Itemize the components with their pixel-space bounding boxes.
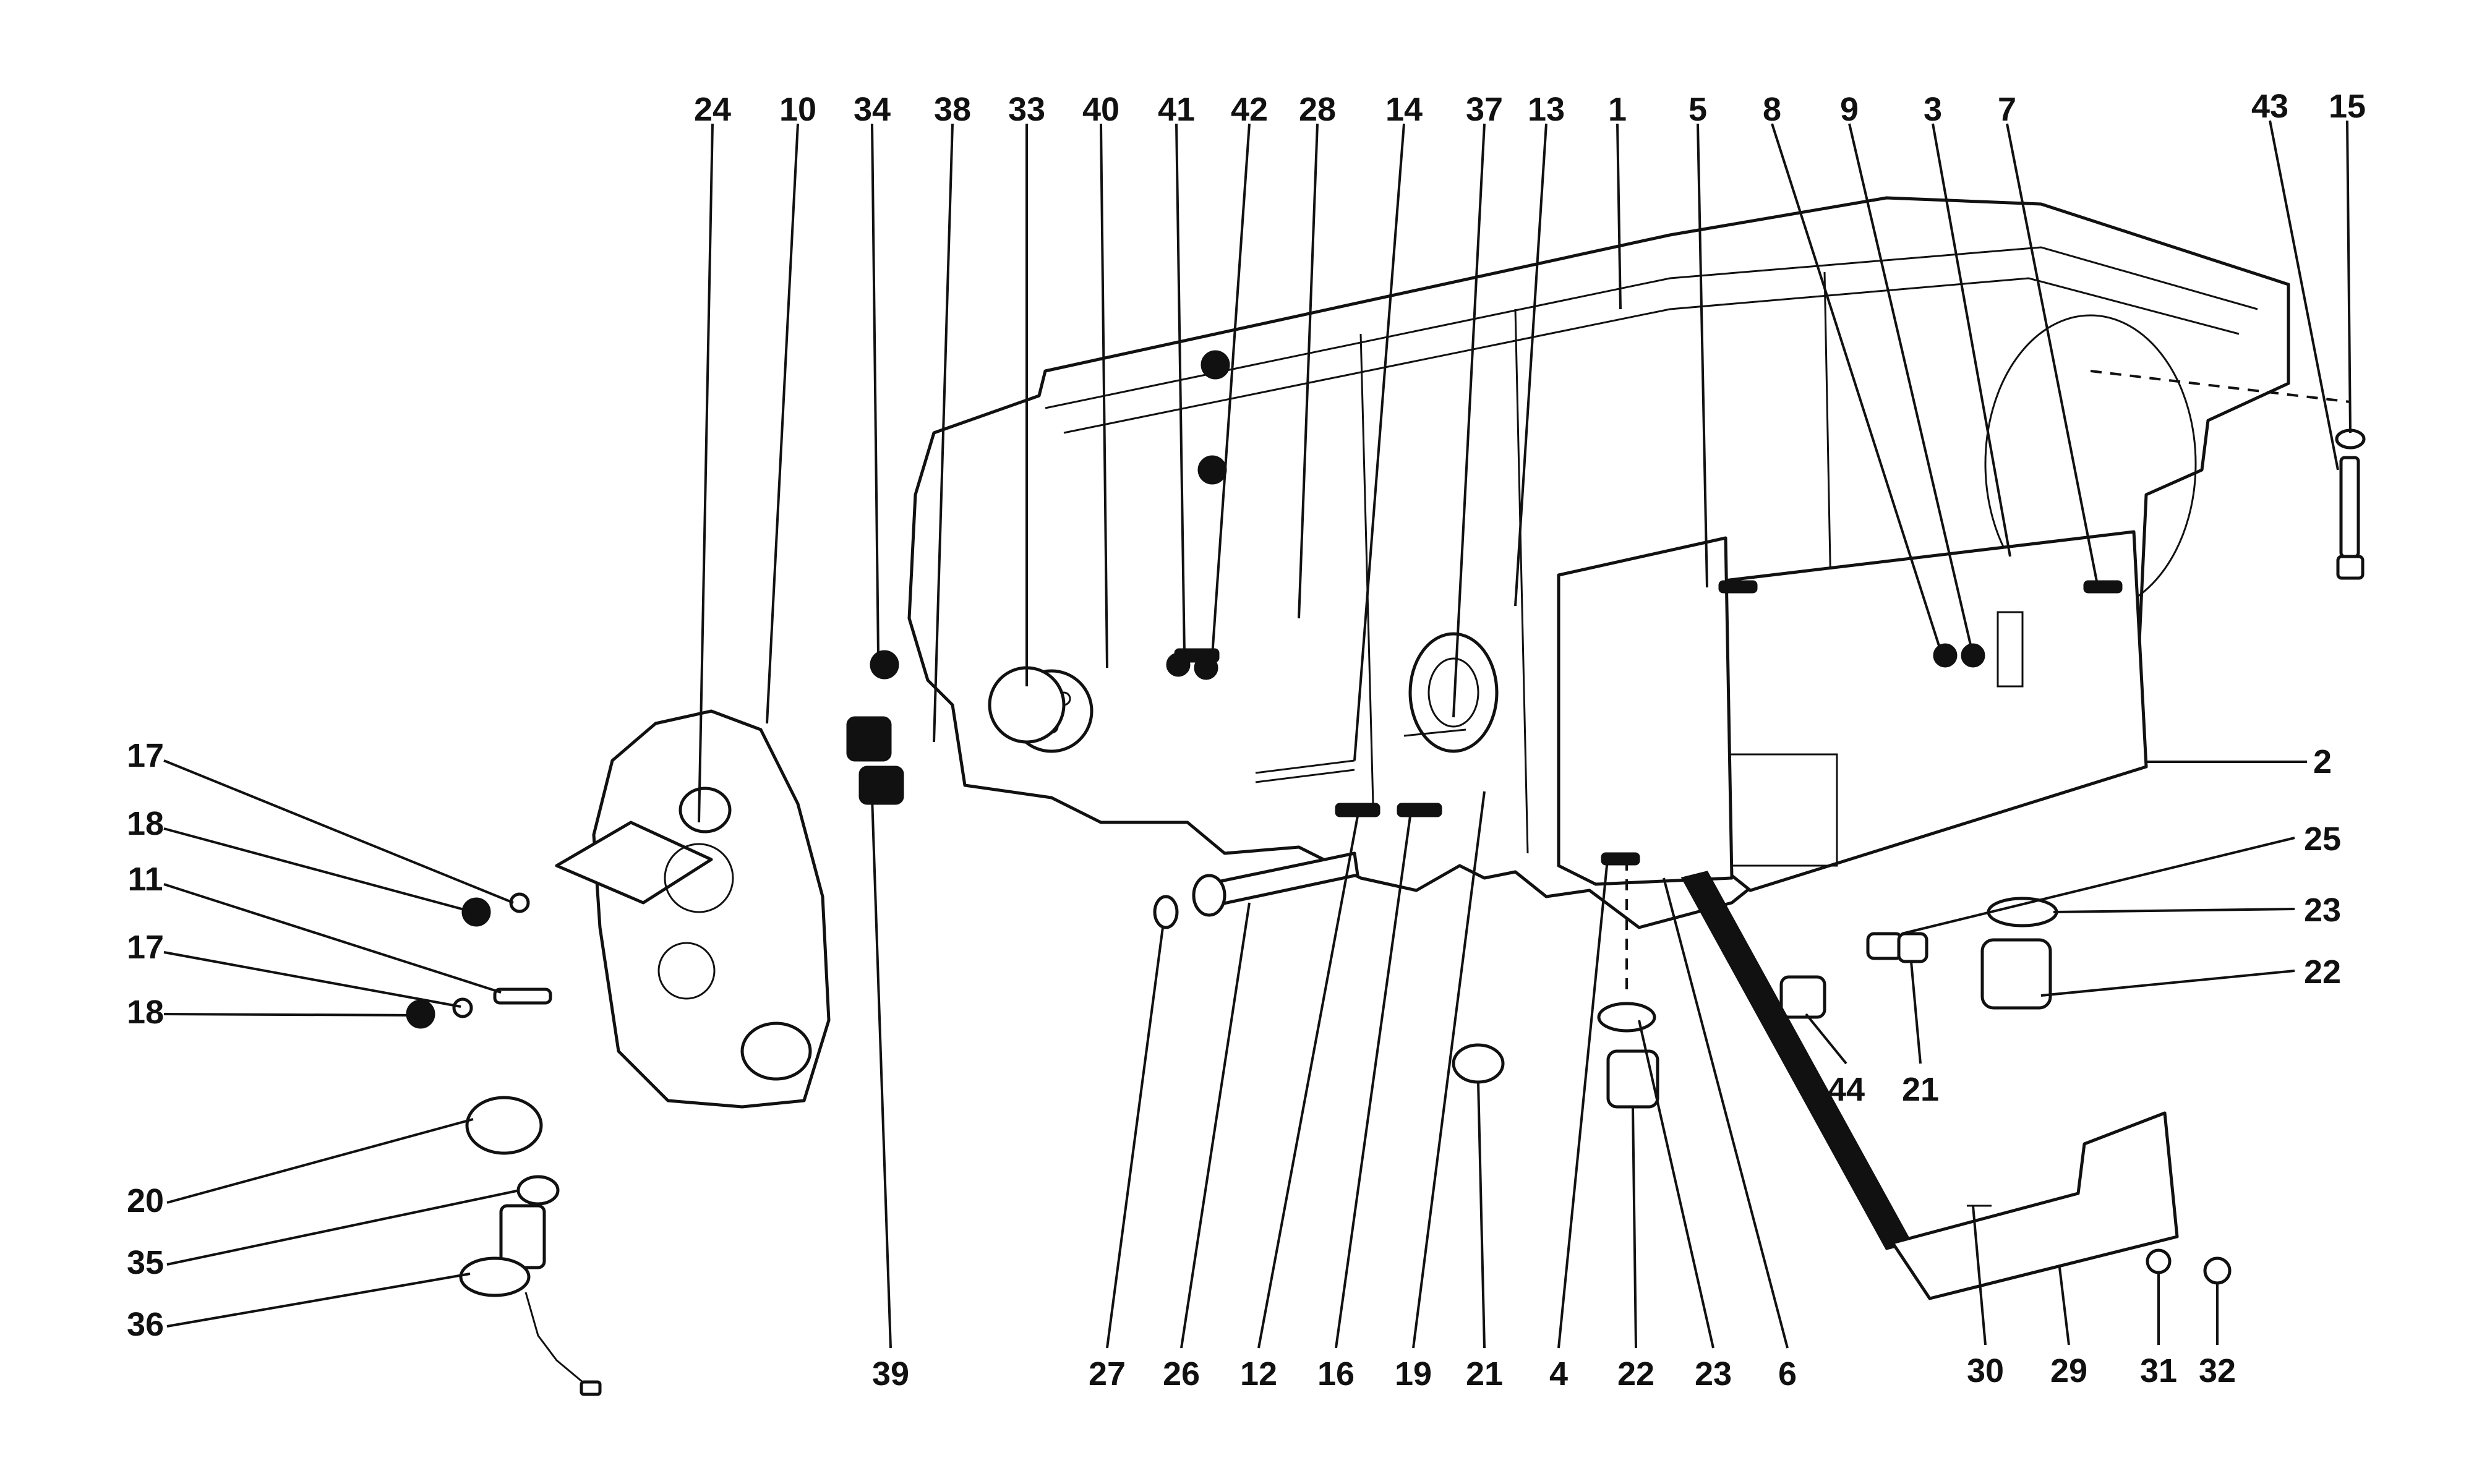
callout-label: 43 [2251, 88, 2288, 125]
callout-label: 32 [2199, 1352, 2236, 1389]
callout-label: 18 [127, 805, 164, 842]
callout-label: 37 [1466, 91, 1503, 128]
callout-label: 13 [1528, 91, 1565, 128]
gearbox-casing [907, 196, 2290, 929]
callout-label: 30 [1967, 1352, 2004, 1389]
callout-label: 24 [694, 91, 731, 128]
callout-label: 40 [1082, 91, 1119, 128]
callout-label: 29 [2050, 1352, 2087, 1389]
callout-label: 10 [779, 91, 816, 128]
callout-label: 20 [127, 1182, 164, 1219]
leader-lines [163, 120, 2352, 1349]
callout-label: 12 [1240, 1355, 1277, 1392]
callout-label: 31 [2140, 1352, 2177, 1389]
callout-label: 44 [1828, 1071, 1865, 1108]
callout-label: 18 [127, 994, 164, 1031]
callout-label: 11 [127, 861, 163, 898]
callout-label: 22 [1617, 1355, 1654, 1392]
callout-label: 16 [1317, 1355, 1355, 1392]
callout-label: 4 [1549, 1355, 1568, 1392]
callouts-left: 17 18 11 17 18 20 35 36 [127, 737, 164, 1343]
callout-label: 8 [1763, 91, 1781, 128]
callout-label: 17 [127, 929, 164, 966]
callout-label: 33 [1008, 91, 1045, 128]
callout-label: 38 [934, 91, 971, 128]
callout-label: 35 [127, 1244, 164, 1281]
callout-label: 3 [1924, 91, 1942, 128]
callout-label: 39 [872, 1355, 909, 1392]
callout-label: 22 [2304, 953, 2341, 991]
callout-label: 41 [1158, 91, 1195, 128]
pump-drive-parts [846, 650, 1066, 805]
drain-plugs [1452, 370, 2351, 1109]
callout-label: 23 [2304, 892, 2341, 929]
callout-label: 17 [127, 737, 164, 774]
callout-label: 36 [127, 1306, 164, 1343]
callout-label: 28 [1299, 91, 1336, 128]
oil-pump-assembly [555, 709, 831, 1109]
callout-label: 6 [1778, 1355, 1797, 1392]
callout-label: 27 [1089, 1355, 1126, 1392]
oil-sender [459, 1096, 602, 1396]
callout-label: 2 [2313, 743, 2332, 780]
callout-label: 21 [1902, 1071, 1939, 1108]
callout-label: 7 [1998, 91, 2016, 128]
bracket-plate [1891, 1111, 2232, 1300]
callout-label: 34 [854, 91, 891, 128]
callout-label: 26 [1163, 1355, 1200, 1392]
callout-label: 9 [1840, 91, 1859, 128]
long-bolt [2335, 429, 2366, 580]
callouts-bottom: 39 27 26 12 16 19 21 4 22 23 6 30 29 31 … [872, 1352, 2236, 1392]
callout-label: 5 [1689, 91, 1707, 128]
shaft-and-washer [1153, 851, 1359, 929]
callout-label: 15 [2329, 88, 2366, 125]
dipstick-rod [1680, 871, 1913, 1250]
callout-label: 14 [1385, 91, 1423, 128]
left-fasteners [406, 892, 552, 1029]
callout-label: 25 [2304, 821, 2341, 858]
callout-label: 42 [1231, 91, 1268, 128]
callouts-top: 24 10 34 38 33 40 41 42 28 14 37 13 1 5 … [694, 88, 2366, 128]
callout-label: 21 [1466, 1355, 1503, 1392]
callout-label: 1 [1608, 91, 1627, 128]
callout-label: 19 [1395, 1355, 1432, 1392]
callouts-right: 2 25 23 22 44 21 [1828, 743, 2341, 1108]
callout-label: 23 [1695, 1355, 1732, 1392]
